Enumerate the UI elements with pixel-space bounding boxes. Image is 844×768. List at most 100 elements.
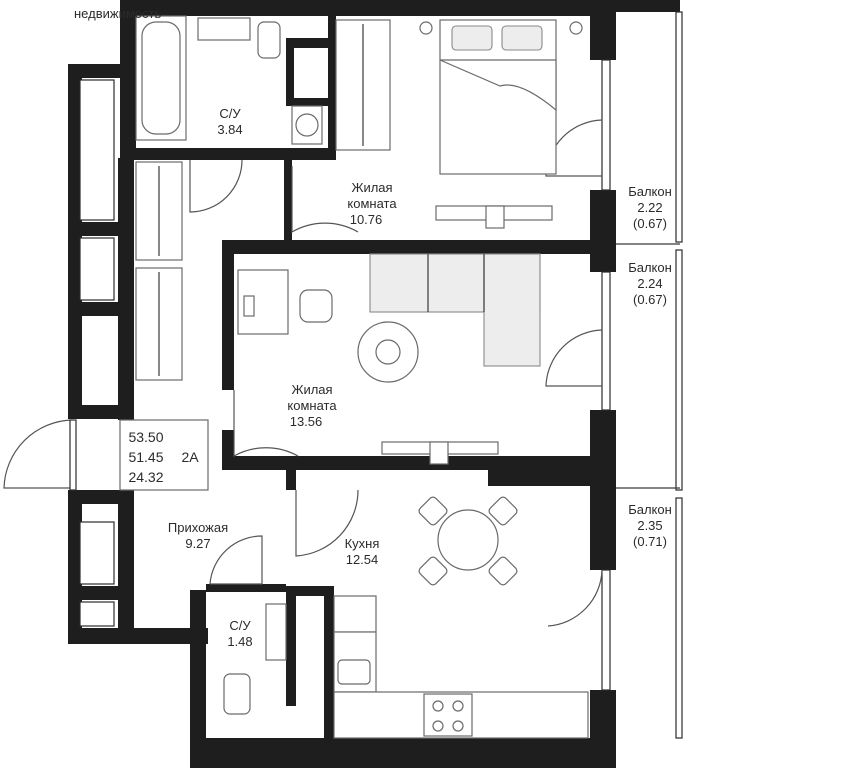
dining-chair-2 [488, 496, 518, 526]
balcony-2-reduced: (0.67) [633, 292, 667, 307]
bed [439, 19, 557, 175]
bedroom-area: 10.76 [350, 212, 383, 227]
coffee-table-center [375, 339, 401, 365]
hallway-area: 9.27 [185, 536, 210, 551]
wall-left-bottom-mid [68, 586, 134, 600]
kitchen-area: 12.54 [346, 552, 379, 567]
walls [68, 0, 680, 768]
window-left-2 [79, 237, 115, 301]
living-name-1: Жилая [291, 382, 332, 397]
balcony-door-3 [547, 569, 603, 627]
wall-right-top [590, 0, 616, 60]
living-area: 13.56 [290, 414, 323, 429]
dining-chair-4 [488, 556, 518, 586]
smallbath-area: 1.48 [227, 634, 252, 649]
wall-top [120, 0, 616, 16]
balcony-rail-2 [675, 249, 683, 491]
washing-machine-drum [295, 113, 319, 137]
entrance-door-frame [69, 419, 77, 491]
dining-table [437, 509, 499, 571]
balcony-1-name: Балкон [628, 184, 672, 199]
window-kitchen [601, 569, 611, 691]
smallbath-toilet [223, 673, 251, 715]
window-left-1 [79, 79, 115, 221]
door-living [233, 390, 299, 458]
wall-living-top [222, 240, 616, 254]
wall-kitchen-stub [286, 470, 296, 490]
kitchen-sink [337, 659, 371, 685]
summary-box [119, 419, 209, 491]
wall-living-left [222, 240, 234, 390]
door-bedroom [291, 166, 359, 234]
door-bath-top [189, 159, 243, 213]
bath-top-name: С/У [219, 106, 241, 121]
bathtub-inner [141, 21, 181, 135]
wall-kitchen-left2 [324, 586, 334, 748]
doors [3, 119, 603, 627]
kitchen-fridge [333, 595, 377, 633]
balcony-3-area: 2.35 [637, 518, 662, 533]
windows [79, 11, 683, 739]
summary-living-area: 24.32 [128, 469, 163, 485]
bedroom-name-1: Жилая [351, 180, 392, 195]
summary-apartment-type: 2А [181, 449, 199, 465]
summary-total-area: 53.50 [128, 429, 163, 445]
wall-right-mid1 [590, 190, 616, 272]
sofa [369, 253, 541, 367]
bedroom-tv [485, 205, 505, 229]
wall-left-mid2 [68, 302, 118, 316]
wardrobe-hall-2 [135, 267, 183, 381]
wall-entry-bottom [68, 490, 134, 504]
wall-left-outer [68, 64, 82, 419]
wall-kitchen-mid [286, 586, 334, 596]
entrance-door [3, 419, 73, 489]
window-left-4 [79, 601, 115, 627]
bath-sink [197, 17, 251, 41]
bath-top-area: 3.84 [217, 122, 242, 137]
bath-toilet [257, 21, 281, 59]
burner-3 [432, 720, 444, 732]
burner-1 [432, 700, 444, 712]
wall-living-left-low [222, 430, 234, 470]
wall-bath-left [190, 590, 206, 768]
wall-left-upper [120, 0, 136, 160]
balcony-3-name: Балкон [628, 502, 672, 517]
wall-smallbath-top [206, 584, 286, 592]
bathtub [135, 15, 187, 141]
bedside-lamp-left [419, 21, 433, 35]
wall-left-step [68, 64, 136, 78]
bedside-lamp-right [569, 21, 583, 35]
window-left-3 [79, 521, 115, 585]
wall-living-bottom [222, 456, 616, 470]
smallbath-sink [265, 603, 287, 661]
wall-bottom [190, 738, 616, 768]
desk-monitor [243, 295, 255, 317]
wall-kitchen-left [286, 586, 296, 706]
kitchen-cooktop [423, 693, 473, 737]
burner-2 [452, 700, 464, 712]
living-tv [429, 441, 449, 465]
window-bedroom [601, 59, 611, 191]
balcony-1-area: 2.22 [637, 200, 662, 215]
balcony-2-name: Балкон [628, 260, 672, 275]
wall-bottom-left [68, 628, 208, 644]
hallway-name: Прихожая [168, 520, 228, 535]
wall-hall-top [232, 148, 292, 160]
bedroom-name-2: комната [347, 196, 397, 211]
wardrobe-bedroom [335, 19, 391, 151]
wall-shaft-top [286, 38, 328, 48]
wall-hall-right [284, 160, 292, 240]
wall-right-mid2 [590, 410, 616, 570]
burner-4 [452, 720, 464, 732]
wall-top-right [616, 0, 680, 12]
balcony-door-2 [545, 329, 603, 387]
dining-chair-3 [418, 556, 448, 586]
wardrobe-hall-1 [135, 161, 183, 261]
balcony-3-reduced: (0.71) [633, 534, 667, 549]
balcony-rail-3 [675, 497, 683, 739]
wall-shaft-bottom [286, 98, 328, 106]
living-name-2: комната [287, 398, 337, 413]
wall-bath-bedroom [328, 0, 336, 160]
wall-shaft-left [286, 38, 294, 106]
bed-pillow-right [501, 25, 543, 51]
